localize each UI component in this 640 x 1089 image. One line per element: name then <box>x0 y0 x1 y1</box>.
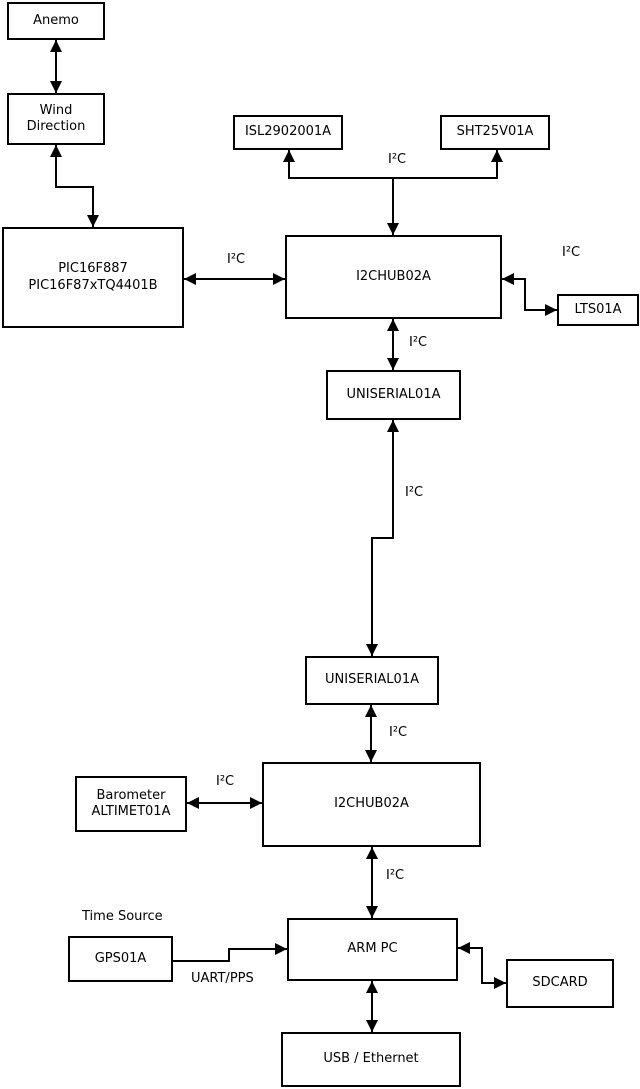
block-sht25v01a: SHT25V01A <box>440 115 550 150</box>
block-arm-pc: ARM PC <box>287 918 458 981</box>
edge-label-i2c-hub-lts: I²C <box>562 245 581 260</box>
block-sdcard-label: SDCARD <box>532 975 588 991</box>
edge-label-i2c-hub-uniserial: I²C <box>409 335 428 350</box>
edge-label-i2c-uniserial-hub2: I²C <box>389 725 408 740</box>
block-usb-ethernet-label: USB / Ethernet <box>323 1051 419 1067</box>
block-arm-pc-label: ARM PC <box>347 941 398 957</box>
block-wind-direction: Wind Direction <box>7 93 105 145</box>
block-pic: PIC16F887 PIC16F87xTQ4401B <box>2 227 184 328</box>
connector-hub1-lts <box>502 273 557 316</box>
block-lts01a: LTS01A <box>557 294 639 326</box>
block-wind-direction-label: Wind Direction <box>26 102 86 134</box>
block-uniserial-top-label: UNISERIAL01A <box>346 386 441 402</box>
block-sht25v01a-label: SHT25V01A <box>456 124 534 140</box>
block-i2chub-bottom: I2CHUB02A <box>262 762 481 847</box>
edge-label-time-source: Time Source <box>82 909 163 924</box>
edge-label-i2c-pic-hub: I²C <box>227 252 246 267</box>
connector-armpc-sdcard <box>458 942 506 989</box>
edge-label-i2c-hub2-arm: I²C <box>386 868 405 883</box>
block-gps01a-label: GPS01A <box>94 950 147 966</box>
block-i2chub-top-label: I2CHUB02A <box>356 268 431 284</box>
connector-uniserial-link <box>366 420 399 656</box>
block-anemo: Anemo <box>7 2 105 40</box>
block-lts01a-label: LTS01A <box>574 301 622 317</box>
block-isl2902001a: ISL2902001A <box>233 115 343 150</box>
block-uniserial-top: UNISERIAL01A <box>326 370 461 420</box>
connector-gps-armpc <box>173 943 287 962</box>
block-isl2902001a-label: ISL2902001A <box>244 124 332 140</box>
connector-wind-pic <box>50 145 99 227</box>
block-uniserial-bottom: UNISERIAL01A <box>305 656 439 705</box>
block-uniserial-bottom-label: UNISERIAL01A <box>325 672 419 688</box>
block-sdcard: SDCARD <box>506 959 614 1008</box>
block-anemo-label: Anemo <box>33 12 79 28</box>
edge-label-i2c-barometer-hub2: I²C <box>216 774 235 789</box>
block-i2chub-top: I2CHUB02A <box>285 235 502 319</box>
block-gps01a: GPS01A <box>68 936 173 982</box>
block-pic-label: PIC16F887 PIC16F87xTQ4401B <box>28 261 158 293</box>
block-barometer-label: Barometer ALTIMET01A <box>91 787 171 819</box>
edge-label-i2c-uniserial-link: I²C <box>405 485 424 500</box>
block-barometer: Barometer ALTIMET01A <box>75 776 187 832</box>
block-i2chub-bottom-label: I2CHUB02A <box>334 796 409 812</box>
block-usb-ethernet: USB / Ethernet <box>281 1032 461 1087</box>
edge-label-i2c-top-bus: I²C <box>388 152 407 167</box>
edge-label-uart-pps: UART/PPS <box>191 971 254 986</box>
